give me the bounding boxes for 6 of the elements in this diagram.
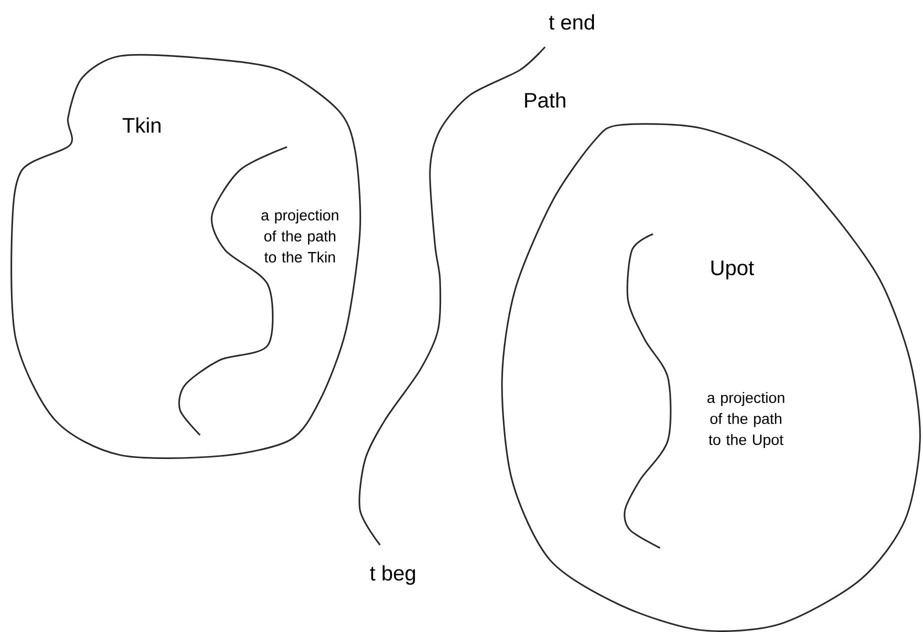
region-label: Tkin xyxy=(122,117,160,133)
projection-label: a projection of the path to the Upot xyxy=(707,392,784,448)
projection-label: a projection of the path to the Tkin xyxy=(261,210,338,262)
curve-label: t beg xyxy=(370,565,415,585)
curve-label: t end xyxy=(548,14,594,30)
region-label: Upot xyxy=(711,260,754,280)
